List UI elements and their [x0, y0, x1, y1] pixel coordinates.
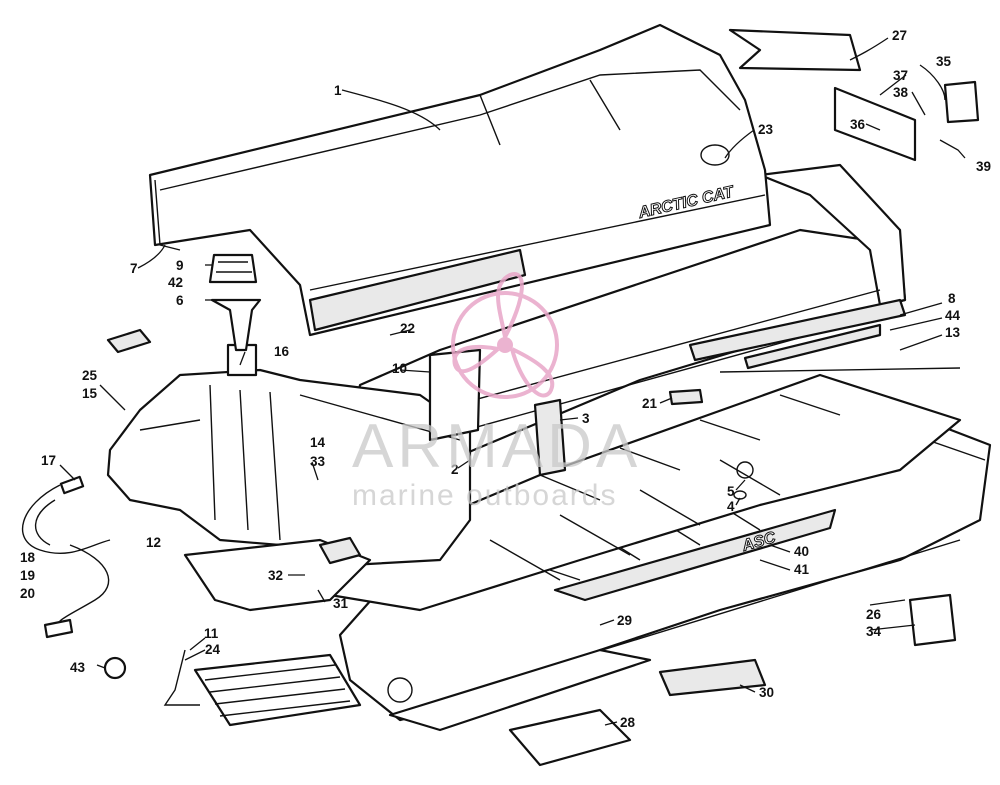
strap-10: [428, 348, 482, 442]
callout-38: 38: [893, 85, 909, 100]
callout-18: 18: [20, 550, 36, 565]
pad-21: [668, 388, 704, 406]
callout-5: 5: [727, 484, 735, 499]
side-trim: [553, 508, 837, 602]
pad-30: [658, 658, 767, 697]
callout-29: 29: [617, 613, 632, 628]
callout-13: 13: [945, 325, 961, 340]
watermark-title: ARMADA: [352, 412, 641, 481]
callout-35: 35: [936, 54, 952, 69]
callout-41: 41: [794, 562, 810, 577]
heat-shield: [183, 538, 372, 612]
logo-blade-3: [452, 344, 500, 374]
floor-tray: ASC: [328, 373, 962, 612]
callout-2: 2: [451, 462, 459, 477]
callout-40: 40: [794, 544, 809, 559]
callout-16: 16: [274, 344, 290, 359]
callout-17: 17: [41, 453, 56, 468]
callout-36: 36: [850, 117, 866, 132]
callout-27: 27: [892, 28, 907, 43]
callout-14: 14: [310, 435, 326, 450]
callout-31: 31: [333, 596, 349, 611]
callout-8: 8: [948, 291, 956, 306]
callout-32: 32: [268, 568, 283, 583]
fuel-lines: [21, 475, 111, 639]
callout-1: 1: [334, 83, 342, 98]
filler-neck: [210, 298, 262, 352]
block-3: [533, 398, 567, 477]
bracket-34: [908, 593, 957, 647]
callout-20: 20: [20, 586, 35, 601]
callout-24: 24: [205, 642, 221, 657]
callout-9: 9: [176, 258, 184, 273]
callout-44: 44: [945, 308, 961, 323]
callout-12: 12: [146, 535, 161, 550]
callout-10: 10: [392, 361, 407, 376]
fuel-tank: [106, 253, 472, 567]
leader-lines: [59, 37, 966, 726]
callout-25: 25: [82, 368, 98, 383]
logo-blade-2: [510, 347, 555, 398]
callout-28: 28: [620, 715, 636, 730]
tunnel-rail: [688, 298, 907, 362]
callout-11: 11: [204, 626, 219, 641]
propeller-logo-icon: [451, 272, 559, 399]
foot-pad: [193, 653, 362, 727]
callouts: 1 2 3 4 5 6 7 8 9 10 11 12 13 14 15 16 1…: [20, 28, 991, 730]
callout-7: 7: [130, 261, 138, 276]
callout-4: 4: [727, 499, 735, 514]
watermark-subtitle: marine outboards: [352, 479, 617, 512]
callout-22: 22: [400, 321, 415, 336]
callout-37: 37: [893, 68, 908, 83]
callout-6: 6: [176, 293, 184, 308]
seat-assembly: ARCTIC CAT: [148, 23, 772, 337]
logo-ring: [451, 291, 559, 399]
logo-hub: [497, 337, 513, 353]
bracket-28: [508, 708, 632, 767]
callout-39: 39: [976, 159, 991, 174]
logo-blade-1: [496, 272, 524, 338]
callout-34: 34: [866, 624, 882, 639]
callout-3: 3: [582, 411, 590, 426]
callout-21: 21: [642, 396, 658, 411]
pad-25: [106, 328, 152, 354]
cap-35: [943, 80, 980, 124]
small-parts: [103, 28, 980, 767]
fuel-cap[interactable]: [208, 253, 258, 284]
grommet-43: [103, 656, 127, 680]
pad-27: [728, 28, 862, 72]
bracket-37: [833, 86, 917, 162]
callout-33: 33: [310, 454, 326, 469]
callout-19: 19: [20, 568, 35, 583]
callout-15: 15: [82, 386, 98, 401]
callout-43: 43: [70, 660, 86, 675]
callout-23: 23: [758, 122, 774, 137]
callout-42: 42: [168, 275, 183, 290]
watermark: ARMADA marine outboards: [352, 272, 641, 512]
callout-26: 26: [866, 607, 882, 622]
callout-30: 30: [759, 685, 774, 700]
